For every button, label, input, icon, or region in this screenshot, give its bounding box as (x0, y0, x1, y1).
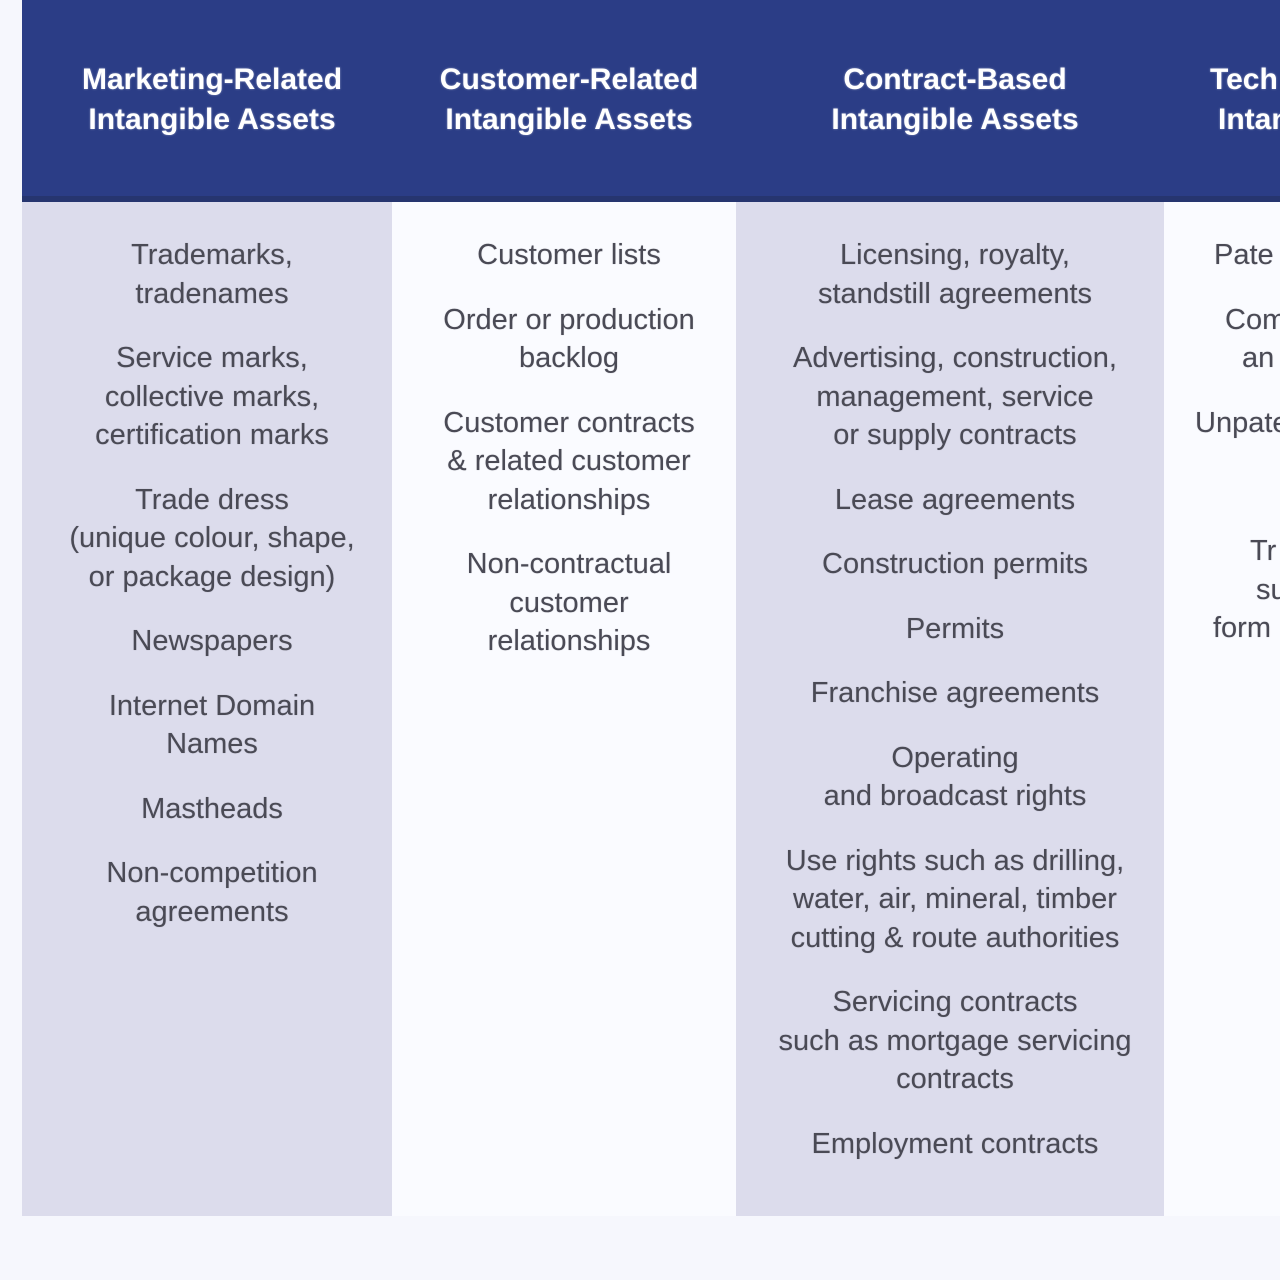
list-item: Trademarks,tradenames (131, 239, 293, 310)
list-item: Employment contracts (811, 1127, 1099, 1160)
list-item: Service marks,collective marks,certifica… (95, 342, 329, 451)
header-line: Customer-Related (439, 63, 699, 96)
header-line: Intangible Assets (831, 103, 1079, 136)
column-background-technology (1164, 202, 1280, 1216)
header-line: Contract-Based (843, 63, 1067, 96)
header-line: Intan (1218, 103, 1280, 136)
header-band (22, 0, 1280, 202)
item-list-marketing: Trademarks,tradenames Service marks,coll… (22, 236, 402, 957)
header-line: Intangible Assets (88, 103, 336, 136)
header-line: Marketing-Related (81, 63, 343, 96)
column-header-customer: Customer-Related Intangible Assets (392, 60, 746, 140)
list-item: Construction permits (822, 548, 1088, 580)
list-item: Trade dress(unique colour, shape,or pack… (69, 483, 355, 593)
list-item: Newspapers (131, 625, 293, 657)
column-background-customer (392, 202, 736, 1216)
list-item: Mastheads (141, 792, 283, 825)
list-item: Permits (905, 612, 1005, 645)
list-item: Advertising, construction,management, se… (793, 342, 1117, 451)
header-line: Tech (1210, 63, 1278, 96)
item-list-contract: Licensing, royalty,standstill agreements… (736, 236, 1174, 1189)
list-item: Franchise agreements (810, 677, 1100, 709)
column-header-contract: Contract-Based Intangible Assets (736, 60, 1174, 140)
list-item: Use rights such as drilling,water, air, … (785, 844, 1125, 954)
header-line: Intangible Assets (445, 103, 693, 136)
column-background-contract (736, 202, 1164, 1216)
list-item: Pate (1214, 239, 1274, 271)
column-background-marketing (22, 202, 392, 1216)
column-header-technology: Tech Intan (1210, 60, 1280, 140)
list-item: Lease agreements (834, 483, 1076, 516)
column-header-marketing: Marketing-Related Intangible Assets (22, 60, 402, 140)
list-item: Customer lists (477, 239, 661, 271)
list-item: Unpate (1195, 406, 1280, 439)
list-item: Licensing, royalty,standstill agreements (817, 239, 1093, 310)
